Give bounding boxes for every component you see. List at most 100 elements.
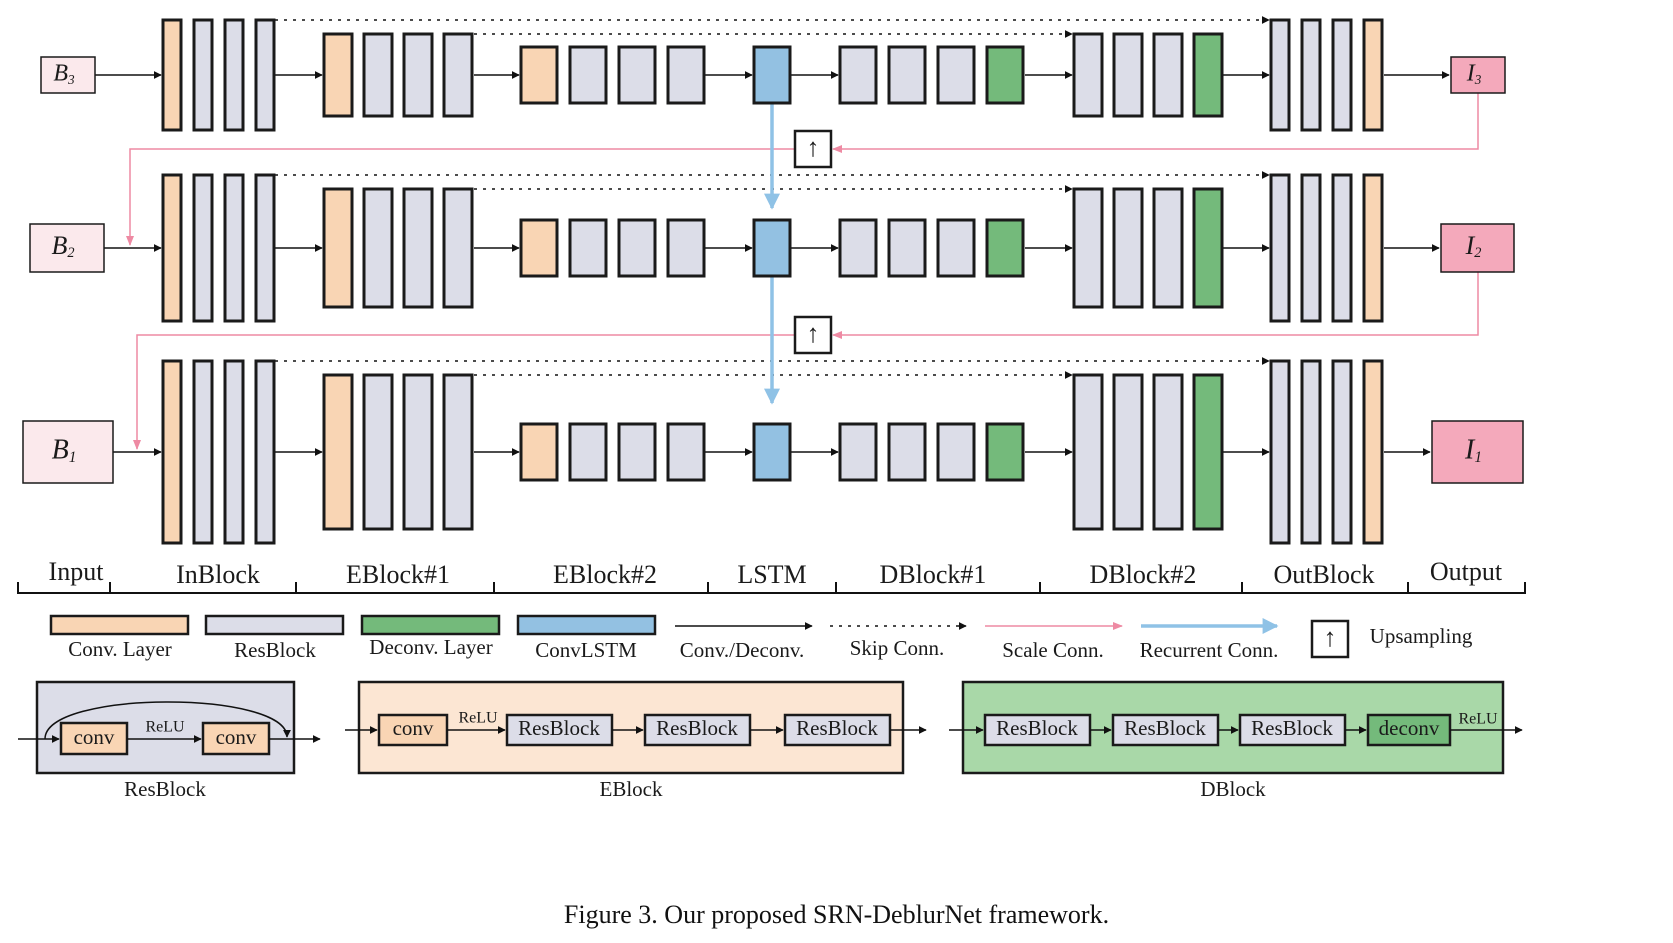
legend-label-recurrent: Recurrent Conn. xyxy=(1140,638,1279,662)
output-subscript: 3 xyxy=(1474,72,1482,87)
dblock1-layer-1 xyxy=(838,45,878,105)
convlstm-cell xyxy=(752,218,792,278)
dblock1-layer-2 xyxy=(887,218,927,278)
eblock-resblock-label: ResBlock xyxy=(518,716,600,740)
eblock1-layer-4 xyxy=(442,187,474,309)
eblock2-layer-1 xyxy=(519,218,559,278)
output-subscript: 2 xyxy=(1474,245,1481,261)
outblock-layer-2 xyxy=(1300,173,1322,323)
legend-label-conv-deconv: Conv./Deconv. xyxy=(680,638,804,662)
eblock-resblock-label: ResBlock xyxy=(656,716,738,740)
scale-connection xyxy=(126,148,795,246)
eblock1-layer-3 xyxy=(402,373,434,531)
input-image-box xyxy=(22,420,114,484)
outblock-layer-3 xyxy=(1331,173,1353,323)
eblock1-layer-2 xyxy=(362,187,394,309)
dblock2-layer-3 xyxy=(1152,187,1184,309)
legend-swatch-convlstm xyxy=(516,614,657,636)
input-image-box xyxy=(40,56,96,94)
eblock-conv-label: conv xyxy=(393,716,434,740)
dblock-resblock xyxy=(1111,713,1220,747)
resblock-detail-title: ResBlock xyxy=(124,777,206,801)
stage-label: OutBlock xyxy=(1273,560,1374,589)
eblock1-layer-3 xyxy=(402,32,434,118)
legend-upsampling-icon: ↑ xyxy=(1324,623,1337,652)
resblock-conv-2 xyxy=(201,721,271,756)
outblock-layer-3 xyxy=(1331,18,1353,132)
upsampling-frame xyxy=(793,315,833,355)
convlstm-cell xyxy=(752,45,792,105)
upsampling-box: ↑ xyxy=(793,315,833,355)
dblock-deconv-label: deconv xyxy=(1379,716,1440,740)
eblock2-layer-4 xyxy=(666,218,706,278)
outblock-layer-1 xyxy=(1269,359,1291,545)
dblock2-layer-2 xyxy=(1112,373,1144,531)
outblock-layer-1 xyxy=(1269,18,1291,132)
inblock-layer-2 xyxy=(192,359,214,545)
dblock1-layer-4 xyxy=(985,218,1025,278)
dblock-relu-label: ReLU xyxy=(1458,711,1498,728)
dblock2-layer-2 xyxy=(1112,187,1144,309)
figure-caption: Figure 3. Our proposed SRN-DeblurNet fra… xyxy=(563,900,1110,929)
scale-connection xyxy=(832,272,1479,339)
eblock2-layer-2 xyxy=(568,45,608,105)
dblock2-layer-1 xyxy=(1072,373,1104,531)
input-image-box xyxy=(29,223,105,273)
dblock-deconv xyxy=(1366,713,1452,747)
outblock-layer-4 xyxy=(1362,359,1384,545)
legend-swatch-deconv xyxy=(360,614,501,636)
eblock-conv xyxy=(377,713,449,747)
upsampling-box: ↑ xyxy=(793,129,833,169)
input-subscript: 1 xyxy=(69,449,77,466)
inblock-layer-3 xyxy=(223,18,245,132)
upsampling-frame xyxy=(793,129,833,169)
legend-label-scale: Scale Conn. xyxy=(1002,638,1103,662)
dblock1-layer-1 xyxy=(838,218,878,278)
eblock-resblock xyxy=(783,713,892,747)
eblock1-layer-4 xyxy=(442,32,474,118)
dblock2-layer-4 xyxy=(1192,187,1224,309)
dblock-resblock-label: ResBlock xyxy=(1251,716,1333,740)
outblock-layer-1 xyxy=(1269,173,1291,323)
outblock-layer-3 xyxy=(1331,359,1353,545)
resblock-relu-label: ReLU xyxy=(145,719,185,736)
dblock1-layer-3 xyxy=(936,422,976,482)
dblock1-layer-4 xyxy=(985,45,1025,105)
legend-swatch-conv xyxy=(49,614,190,636)
eblock2-layer-4 xyxy=(666,422,706,482)
outblock-layer-4 xyxy=(1362,173,1384,323)
inblock-layer-1 xyxy=(161,359,183,545)
stage-label: InBlock xyxy=(176,560,260,589)
outblock-layer-2 xyxy=(1300,18,1322,132)
upsampling-arrow-icon: ↑ xyxy=(807,133,820,162)
stage-label: EBlock#2 xyxy=(553,560,657,589)
dblock2-layer-3 xyxy=(1152,373,1184,531)
dblock2-layer-2 xyxy=(1112,32,1144,118)
legend-label-convlstm: ConvLSTM xyxy=(535,638,637,662)
eblock-detail-title: EBlock xyxy=(600,777,663,801)
output-image-box xyxy=(1450,56,1506,94)
eblock-detail-panel xyxy=(357,680,905,775)
dblock2-layer-1 xyxy=(1072,187,1104,309)
inblock-layer-3 xyxy=(223,173,245,323)
output-image-box xyxy=(1440,223,1515,273)
eblock2-layer-3 xyxy=(617,218,657,278)
inblock-layer-3 xyxy=(223,359,245,545)
legend-label-upsampling: Upsampling xyxy=(1370,624,1473,648)
dblock-resblock xyxy=(1238,713,1347,747)
stage-label: EBlock#1 xyxy=(346,560,450,589)
dblock-detail-title: DBlock xyxy=(1200,777,1266,801)
dblock-resblock xyxy=(983,713,1092,747)
inblock-layer-4 xyxy=(254,173,276,323)
upsampling-arrow-icon: ↑ xyxy=(807,319,820,348)
scale-connection xyxy=(832,93,1479,153)
dblock1-layer-2 xyxy=(887,45,927,105)
eblock1-layer-1 xyxy=(322,187,354,309)
legend-upsampling-frame xyxy=(1310,619,1350,659)
legend-label-skip: Skip Conn. xyxy=(850,636,945,660)
eblock2-layer-3 xyxy=(617,422,657,482)
